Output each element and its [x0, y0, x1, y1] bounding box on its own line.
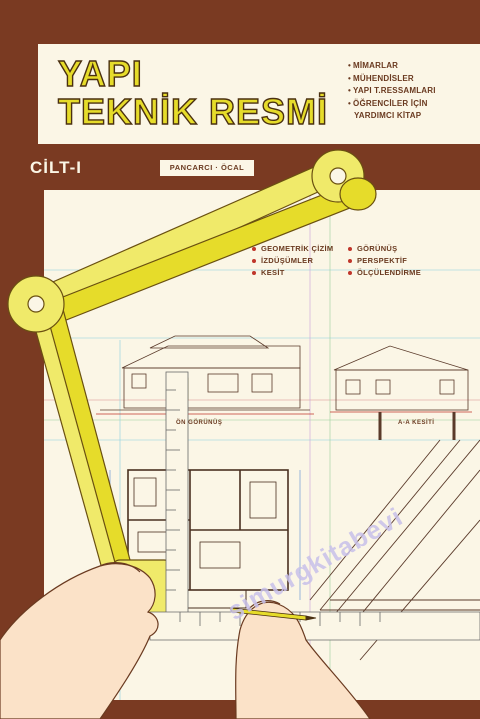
audience-item: •MİMARLAR	[348, 61, 399, 70]
horizontal-ruler	[149, 611, 480, 641]
book-title-line-1: YAPI	[57, 53, 143, 94]
bullet-icon	[252, 247, 256, 252]
title-panel: YAPI TEKNİK RESMİ •MİMARLAR •MÜHENDİSLER…	[38, 44, 480, 144]
section-view-label: A-A KESİTİ	[398, 420, 435, 426]
volume-label: CİLT-I	[30, 158, 82, 177]
bullet-icon: •	[348, 86, 352, 96]
section-elevation	[330, 345, 472, 440]
bullet-icon	[252, 271, 256, 276]
front-elevation	[96, 335, 314, 415]
left-hand	[0, 562, 159, 719]
topic-item: ÖLÇÜLENDİRME	[348, 268, 458, 278]
book-title-line-2: TEKNİK RESMİ	[57, 91, 329, 132]
front-view-label: ÖN GÖRÜNÜŞ	[176, 420, 223, 426]
audience-item: •ÖĞRENCİLER İÇİN	[348, 98, 428, 108]
bullet-icon	[252, 259, 256, 264]
topic-item: GEOMETRİK ÇİZİM	[252, 244, 348, 254]
vertical-ruler	[165, 371, 189, 623]
audience-item: YARDIMCI KİTAP	[354, 111, 422, 121]
authors-label: PANCARCI · ÖCAL	[160, 160, 254, 176]
topic-item: KESİT	[252, 268, 348, 278]
audience-item: •MÜHENDİSLER	[348, 73, 414, 83]
bullet-icon: •	[348, 61, 352, 70]
topics-list: GEOMETRİK ÇİZİM GÖRÜNÜŞ İZDÜŞÜMLER PERSP…	[252, 244, 472, 278]
floor-plan	[127, 469, 289, 609]
audience-item: •YAPI T.RESSAMLARI	[348, 86, 436, 96]
topic-item: PERSPEKTİF	[348, 256, 458, 266]
topic-item: İZDÜŞÜMLER	[252, 256, 348, 266]
bullet-icon	[348, 247, 352, 252]
bullet-icon: •	[348, 73, 352, 83]
bullet-icon	[348, 259, 352, 264]
bullet-icon: •	[348, 98, 352, 108]
bullet-icon	[348, 271, 352, 276]
topic-item: GÖRÜNÜŞ	[348, 244, 458, 254]
right-hand	[235, 600, 371, 719]
pencil	[229, 607, 317, 621]
audience-list: •MİMARLAR •MÜHENDİSLER •YAPI T.RESSAMLAR…	[348, 60, 480, 123]
